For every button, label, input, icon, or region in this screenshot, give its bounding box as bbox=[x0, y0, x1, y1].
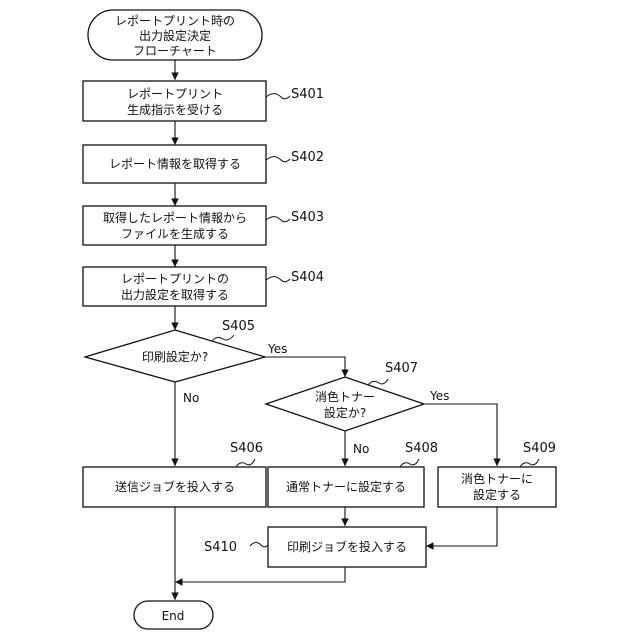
step-s401: レポートプリント 生成指示を受ける S401 bbox=[83, 81, 324, 121]
step-s403: 取得したレポート情報から ファイルを生成する S403 bbox=[83, 206, 324, 245]
s403-label: S403 bbox=[291, 210, 324, 225]
s402-label: S402 bbox=[291, 150, 324, 165]
edge-s410-end bbox=[175, 567, 345, 582]
s405-question: 印刷設定か? bbox=[142, 349, 208, 364]
end-label: End bbox=[162, 609, 185, 623]
s402-line-1: レポート情報を取得する bbox=[109, 156, 241, 171]
s402-leader bbox=[266, 157, 290, 162]
s410-leader bbox=[250, 543, 268, 547]
edge-s409-s410 bbox=[426, 507, 497, 546]
edge-s405-yes-s407 bbox=[265, 357, 345, 377]
s406-line-1: 送信ジョブを投入する bbox=[115, 479, 235, 494]
s409-line-1: 消色トナーに bbox=[461, 472, 533, 486]
s403-leader bbox=[266, 217, 290, 222]
s401-label: S401 bbox=[291, 87, 324, 102]
s404-label: S404 bbox=[291, 270, 324, 285]
s404-line-2: 出力設定を取得する bbox=[121, 287, 229, 302]
s407-question-line-2: 設定か? bbox=[324, 405, 366, 420]
start-line-3: フローチャート bbox=[133, 44, 217, 58]
s405-label: S405 bbox=[222, 319, 255, 334]
step-s404: レポートプリントの 出力設定を取得する S404 bbox=[83, 267, 324, 306]
s407-question-line-1: 消色トナー bbox=[315, 390, 375, 404]
s407-leader bbox=[368, 379, 388, 385]
step-s402: レポート情報を取得する S402 bbox=[83, 145, 324, 183]
s407-no-label: No bbox=[353, 442, 369, 456]
start-terminator: レポートプリント時の 出力設定決定 フローチャート bbox=[88, 10, 262, 60]
s404-line-1: レポートプリントの bbox=[121, 272, 229, 286]
start-line-2: 出力設定決定 bbox=[139, 28, 211, 43]
s404-leader bbox=[266, 277, 290, 282]
s410-line-1: 印刷ジョブを投入する bbox=[287, 539, 407, 554]
end-terminator: End bbox=[134, 601, 213, 629]
s410-label: S410 bbox=[204, 540, 237, 555]
s409-leader bbox=[520, 459, 539, 467]
s409-line-2: 設定する bbox=[473, 487, 521, 502]
s401-leader bbox=[266, 94, 290, 99]
edge-s407-yes-s409 bbox=[424, 404, 497, 466]
s407-label: S407 bbox=[385, 361, 418, 376]
step-s410: 印刷ジョブを投入する S410 bbox=[204, 527, 426, 567]
s408-leader bbox=[400, 459, 419, 467]
start-line-1: レポートプリント時の bbox=[115, 14, 235, 28]
s401-line-1: レポートプリント bbox=[127, 87, 223, 101]
s408-line-1: 通常トナーに設定する bbox=[286, 479, 406, 494]
s405-yes-label: Yes bbox=[267, 342, 287, 356]
s403-line-2: ファイルを生成する bbox=[121, 227, 229, 241]
s409-label: S409 bbox=[523, 441, 556, 456]
s401-line-2: 生成指示を受ける bbox=[127, 102, 223, 117]
s406-leader bbox=[236, 459, 255, 467]
s407-yes-label: Yes bbox=[429, 389, 449, 403]
s406-label: S406 bbox=[230, 441, 263, 456]
s408-label: S408 bbox=[405, 441, 438, 456]
decision-s405: 印刷設定か? S405 Yes No bbox=[85, 319, 287, 405]
s405-no-label: No bbox=[183, 391, 199, 405]
s405-leader bbox=[212, 335, 234, 341]
s403-line-1: 取得したレポート情報から bbox=[103, 210, 247, 225]
